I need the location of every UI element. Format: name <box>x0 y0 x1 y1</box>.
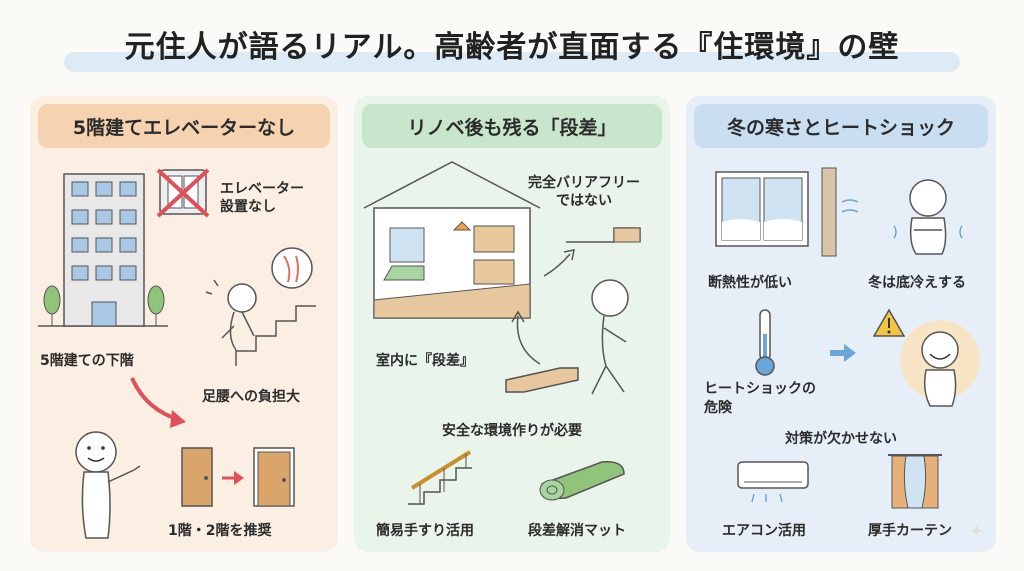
title-wrap: 元住人が語るリアル。高齢者が直面する『住環境』の壁 <box>0 22 1024 66</box>
cold-label: 冬は底冷えする <box>868 275 966 291</box>
red-arrow-icon <box>130 377 186 428</box>
pointing-person-icon <box>75 431 141 539</box>
panel-steps: リノベ後も残る「段差」 完全バリアフリー ではない 室内に『段差』 安全な環境作… <box>354 96 670 552</box>
no-elevator-label: エレベーター 設置なし <box>220 181 304 215</box>
walking-person-icon <box>591 279 629 395</box>
not-barrier-free-label: 完全バリアフリー ではない <box>528 175 640 209</box>
stairs-person-icon <box>205 247 316 366</box>
aircon-label: エアコン活用 <box>722 523 806 539</box>
building-label: 5階建ての下階 <box>40 353 134 369</box>
safe-env-label: 安全な環境作りが必要 <box>442 423 582 439</box>
recommend-label: 1階・2階を推奨 <box>168 523 272 539</box>
panel-heading: 5階建てエレベーターなし <box>38 104 330 148</box>
sparkle-icon: ✦ <box>968 521 984 542</box>
house-room-icon <box>363 161 541 319</box>
warm-person-icon <box>900 320 980 407</box>
panel-winter: 冬の寒さとヒートショック 断熱性が低い 冬は底冷えする ヒートショッ <box>686 96 996 552</box>
page-title: 元住人が語るリアル。高齢者が直面する『住環境』の壁 <box>124 30 900 65</box>
cold-window-icon <box>715 167 859 257</box>
door-one-icon <box>181 447 213 507</box>
arrow-right-icon <box>222 471 244 485</box>
mat-icon <box>539 461 625 501</box>
title-highlight <box>64 52 960 72</box>
step-block-floor-icon <box>505 367 579 393</box>
air-conditioner-icon <box>737 461 809 503</box>
handrail-label: 簡易手すり活用 <box>376 523 474 539</box>
arrow-right-blue-icon <box>830 344 856 362</box>
shivering-person-icon <box>893 179 963 255</box>
warning-icon <box>872 308 906 337</box>
no-elevator-icon <box>156 168 210 218</box>
panel-heading: リノベ後も残る「段差」 <box>362 104 662 148</box>
building-icon <box>38 173 168 327</box>
panel-heading: 冬の寒さとヒートショック <box>694 104 988 148</box>
low-insulation-label: 断熱性が低い <box>708 275 792 291</box>
door-two-icon <box>253 447 295 507</box>
heat-shock-label: ヒートショックの 危険 <box>704 381 816 416</box>
panel-elevator: 5階建てエレベーターなし エレベーター 設置なし 5階建ての下階 足 <box>30 96 338 552</box>
indoor-step-label: 室内に『段差』 <box>376 353 474 369</box>
mat-label: 段差解消マット <box>528 523 626 539</box>
curve-arrow-up-icon <box>543 249 575 277</box>
curtain-icon <box>888 454 942 509</box>
countermeasure-label: 対策が欠かせない <box>785 431 897 447</box>
curtain-label: 厚手カーテン <box>868 523 952 539</box>
burden-label: 足腰への負担大 <box>202 389 300 405</box>
step-block-top-icon <box>566 227 641 243</box>
curve-arrow-down-icon <box>511 310 541 365</box>
thermometer-icon <box>755 309 775 376</box>
handrail-icon <box>408 450 472 505</box>
